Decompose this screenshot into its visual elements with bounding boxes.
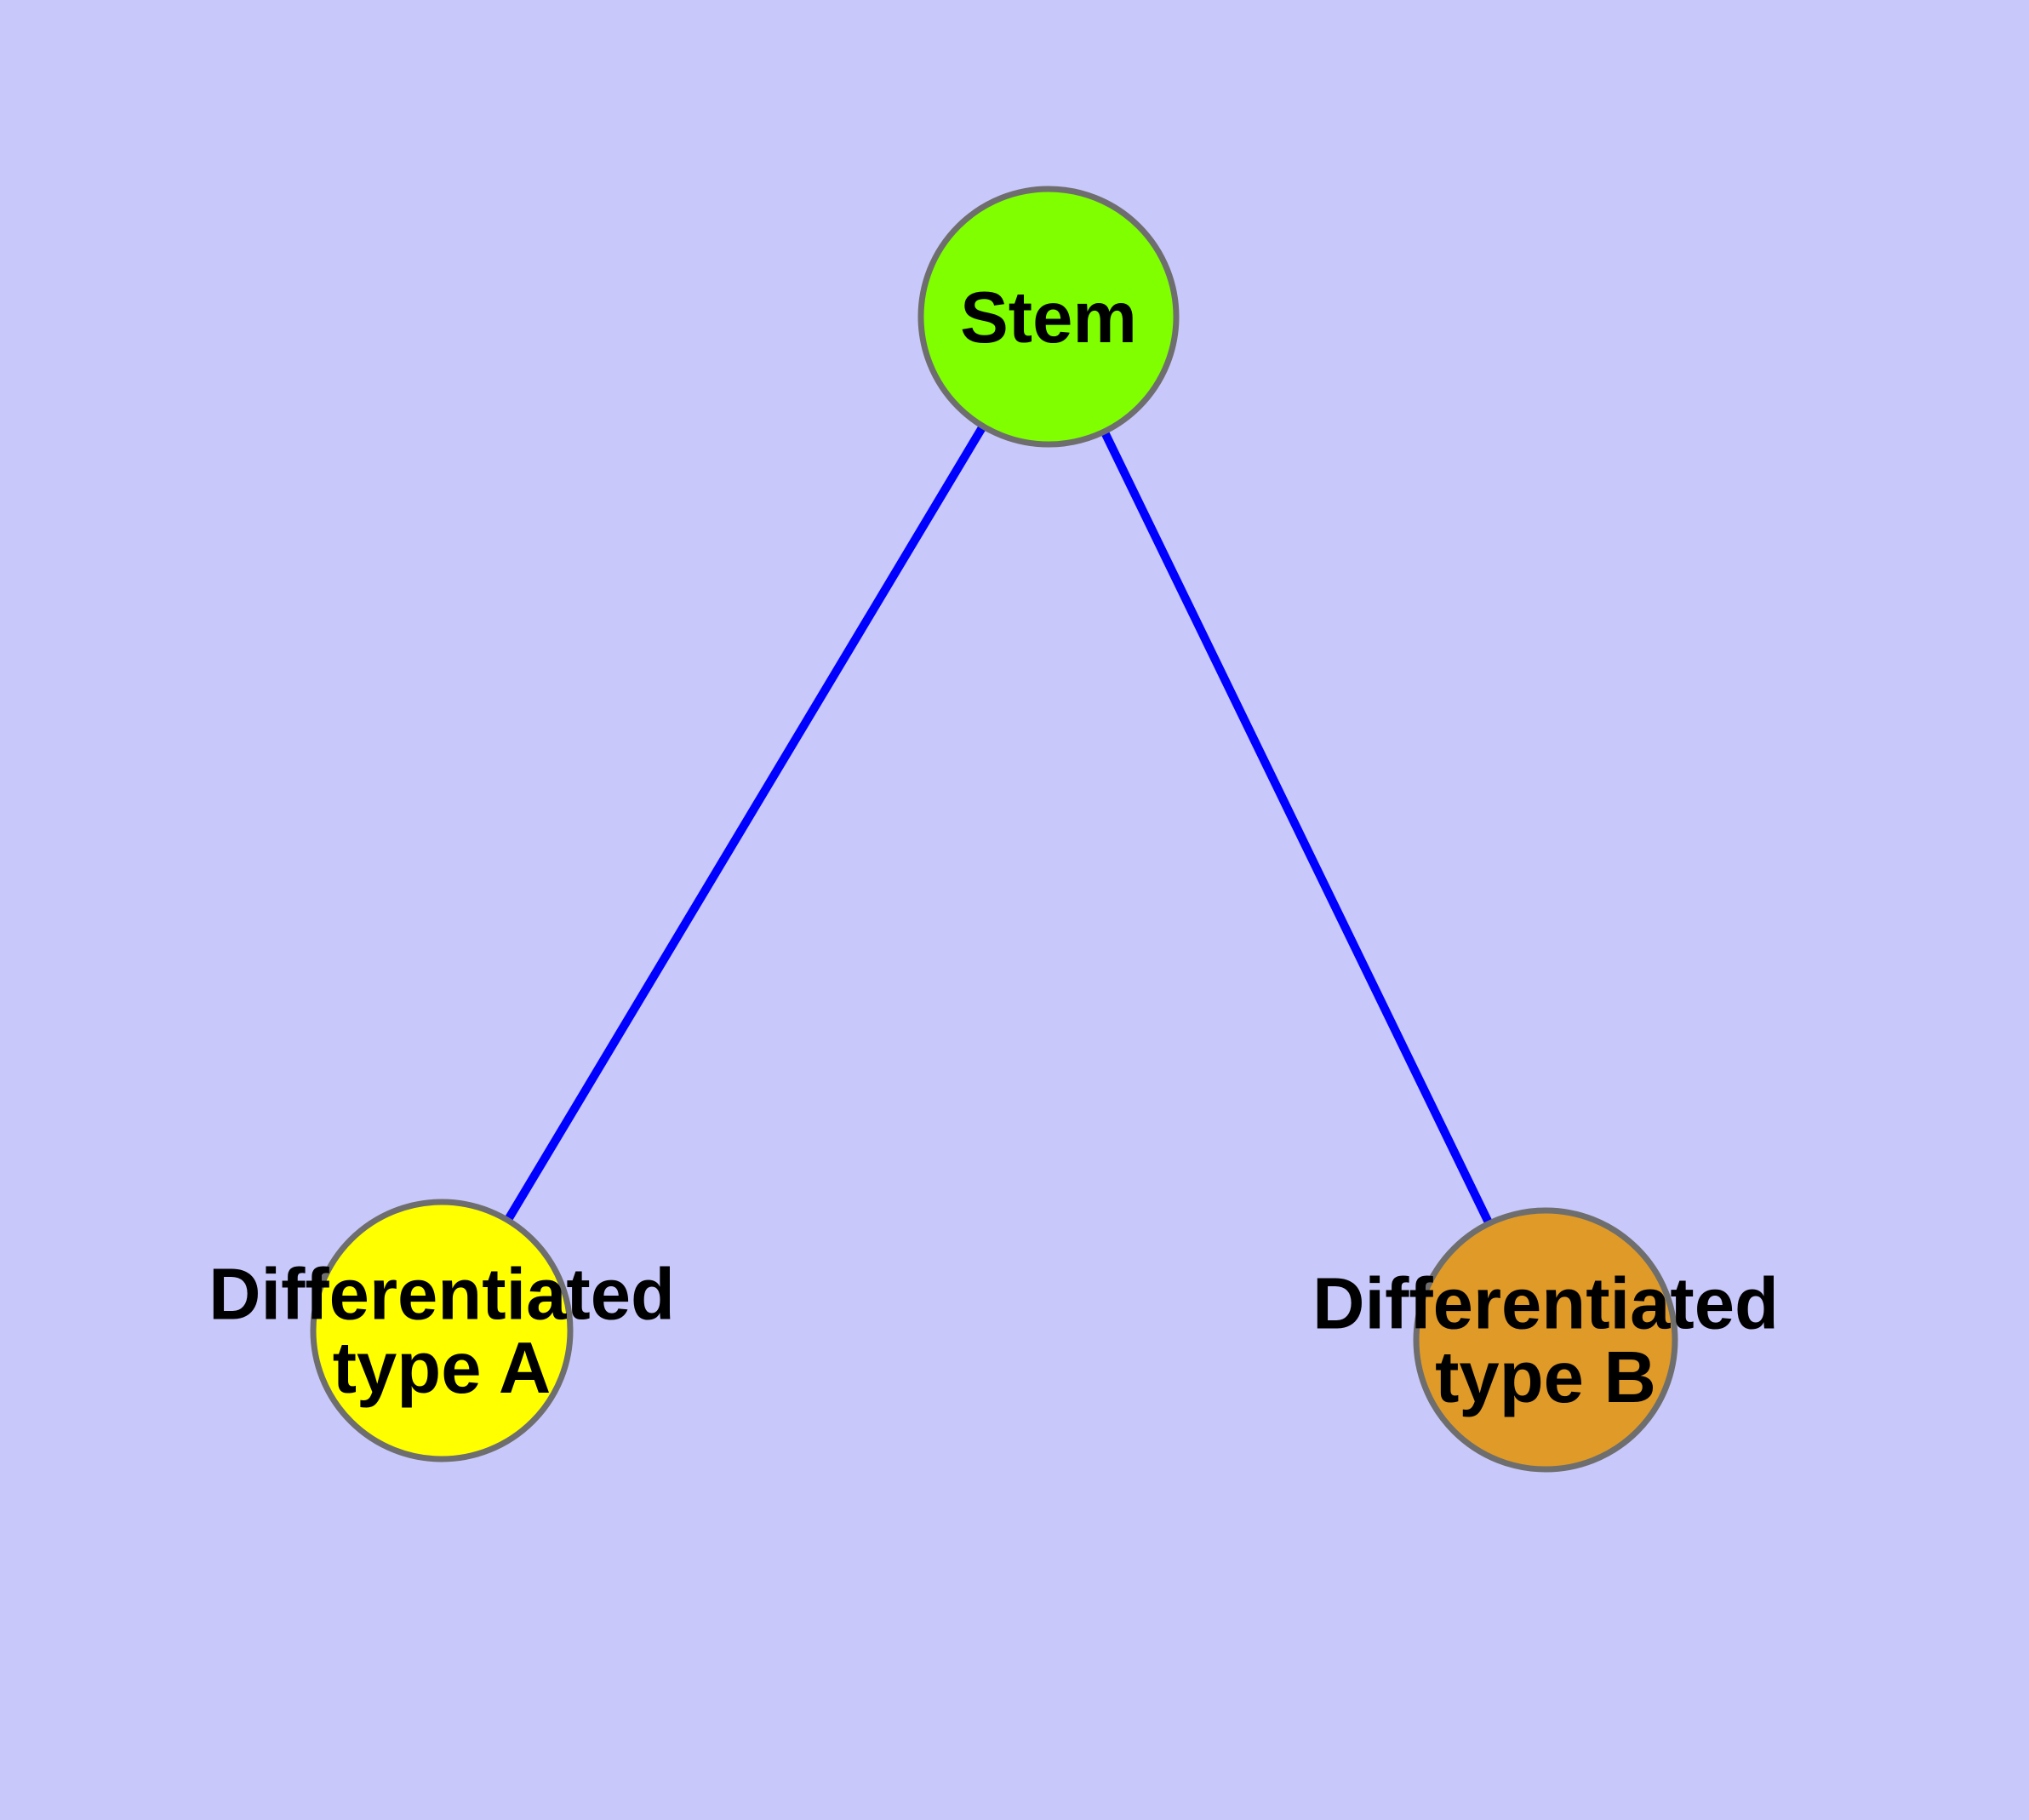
edge-stem-diff-b[interactable]: [1044, 314, 1550, 1342]
node-label-line: Differentiated: [1312, 1263, 1779, 1344]
edge-stem-diff-a[interactable]: [437, 314, 1053, 1333]
node-label-line: Differentiated: [209, 1254, 675, 1335]
nodes-layer: [310, 186, 1678, 1473]
node-label-line: Stem: [960, 278, 1137, 358]
node-label-line: type B: [1435, 1337, 1656, 1418]
node-circle-diff_a[interactable]: [310, 1199, 574, 1462]
node-circle-diff_b[interactable]: [1413, 1207, 1678, 1473]
node-label-line: type A: [333, 1328, 552, 1409]
edges-layer: [437, 314, 1550, 1342]
node-circle-stem[interactable]: [917, 186, 1180, 448]
node-label-stem: Stem: [960, 278, 1137, 358]
